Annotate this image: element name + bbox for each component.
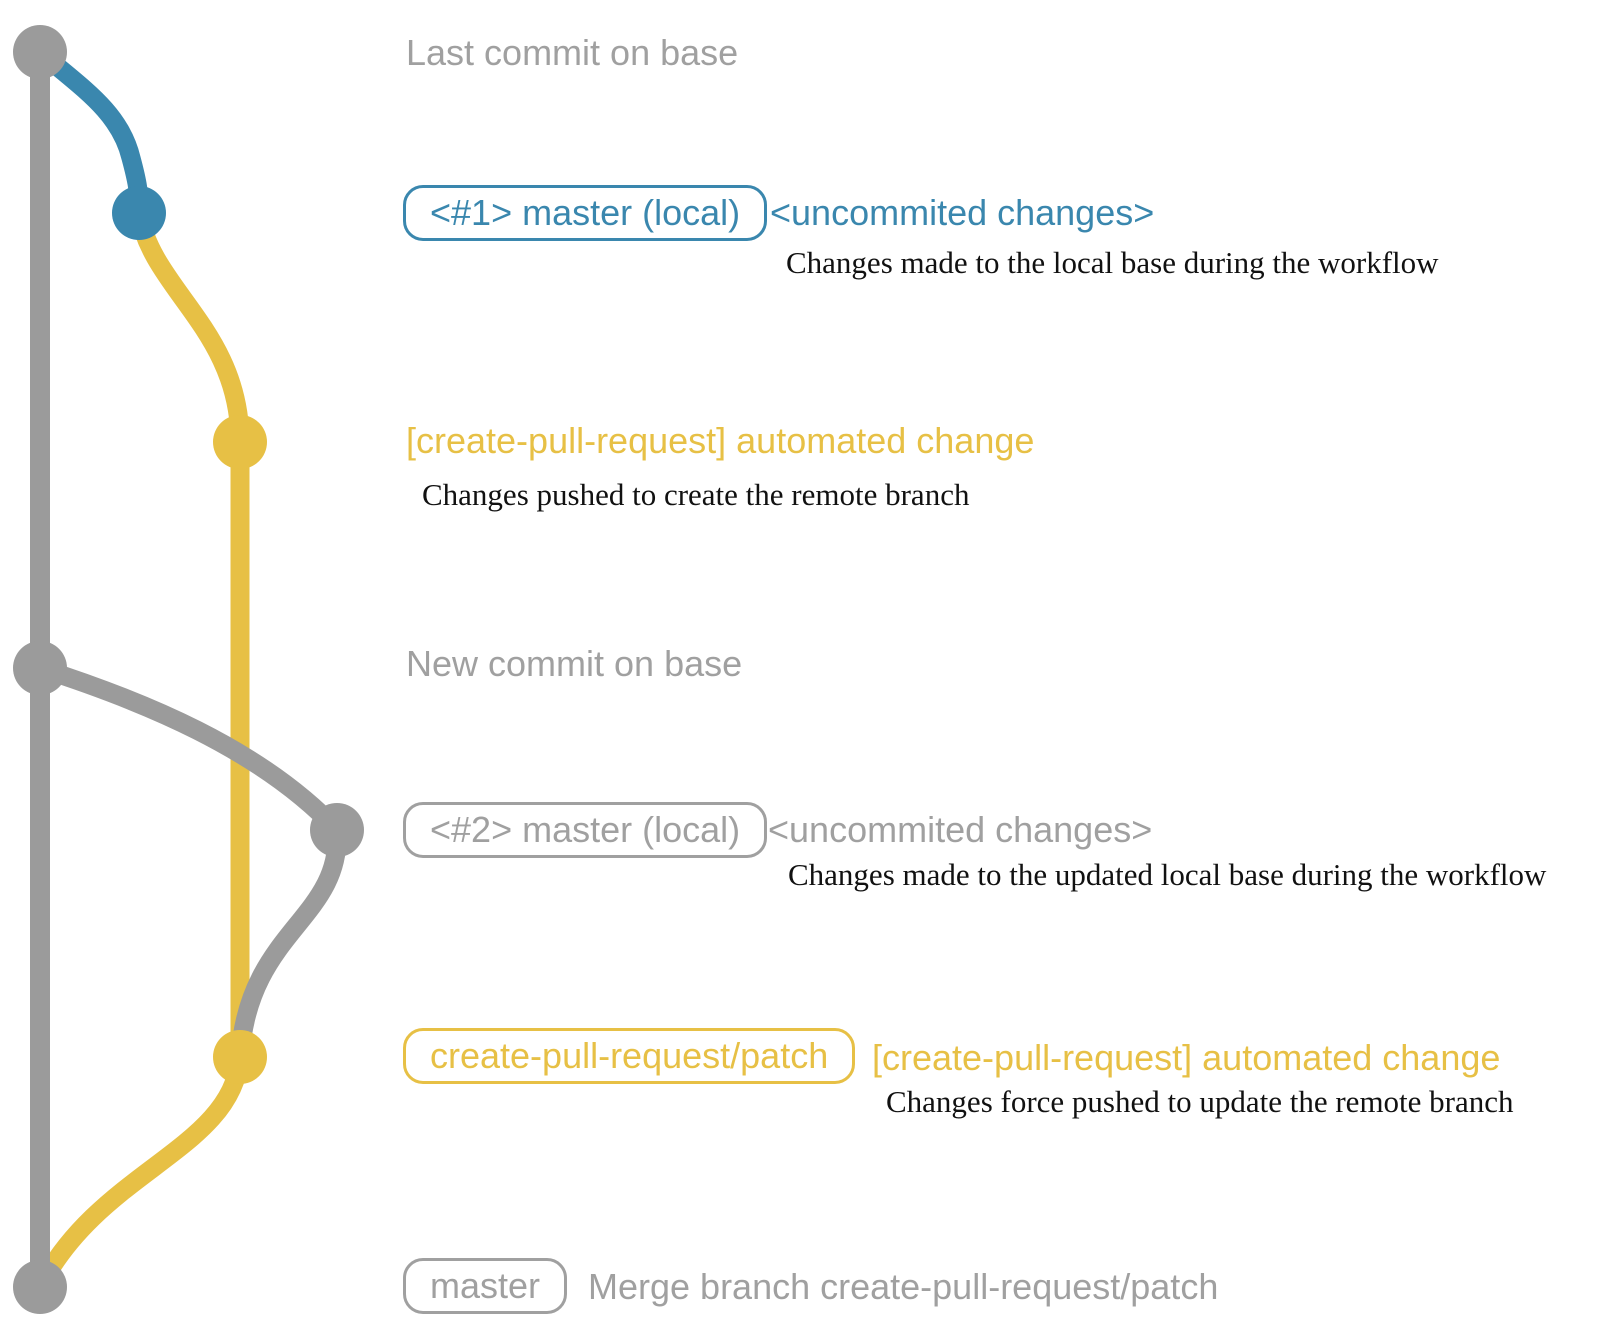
gray-branch-line-out — [30, 658, 347, 840]
last-commit-on-base-label: Last commit on base — [406, 32, 739, 73]
push-create-remote-desc: Changes pushed to create the remote bran… — [422, 477, 970, 512]
local-base-changes-desc-1: Changes made to the local base during th… — [786, 245, 1439, 280]
gray-branch-line-in — [230, 820, 347, 1067]
commit-dot-remote-2 — [213, 1030, 267, 1084]
merge-branch-label: Merge branch create-pull-request/patch — [588, 1266, 1219, 1307]
commit-dot-remote-1 — [213, 415, 267, 469]
commit-dot-new-base — [13, 641, 67, 695]
force-push-update-remote-desc: Changes force pushed to update the remot… — [886, 1084, 1514, 1119]
branch-badge-master: master — [403, 1258, 568, 1314]
commit-dot-local-2 — [310, 803, 364, 857]
commit-dot-local-1 — [112, 186, 166, 240]
branch-badge-master-local-2: <#2> master (local) — [403, 802, 768, 858]
branch-badge-master-local-1: <#1> master (local) — [403, 185, 768, 241]
new-commit-on-base-label: New commit on base — [406, 643, 743, 684]
commit-dot-last-base — [13, 25, 67, 79]
uncommited-changes-label-1: <uncommited changes> — [770, 192, 1155, 233]
uncommited-changes-label-2: <uncommited changes> — [768, 809, 1153, 850]
commit-dot-merge — [13, 1260, 67, 1314]
updated-local-base-changes-desc: Changes made to the updated local base d… — [788, 857, 1547, 892]
automated-change-commit-message-2: [create-pull-request] automated change — [872, 1037, 1501, 1078]
automated-change-commit-message-1: [create-pull-request] automated change — [406, 420, 1035, 461]
yellow-merge-line — [30, 1047, 250, 1297]
yellow-branch-line — [129, 203, 250, 1067]
blue-branch-line — [30, 42, 149, 223]
branch-badge-create-pull-request-patch: create-pull-request/patch — [403, 1028, 856, 1084]
